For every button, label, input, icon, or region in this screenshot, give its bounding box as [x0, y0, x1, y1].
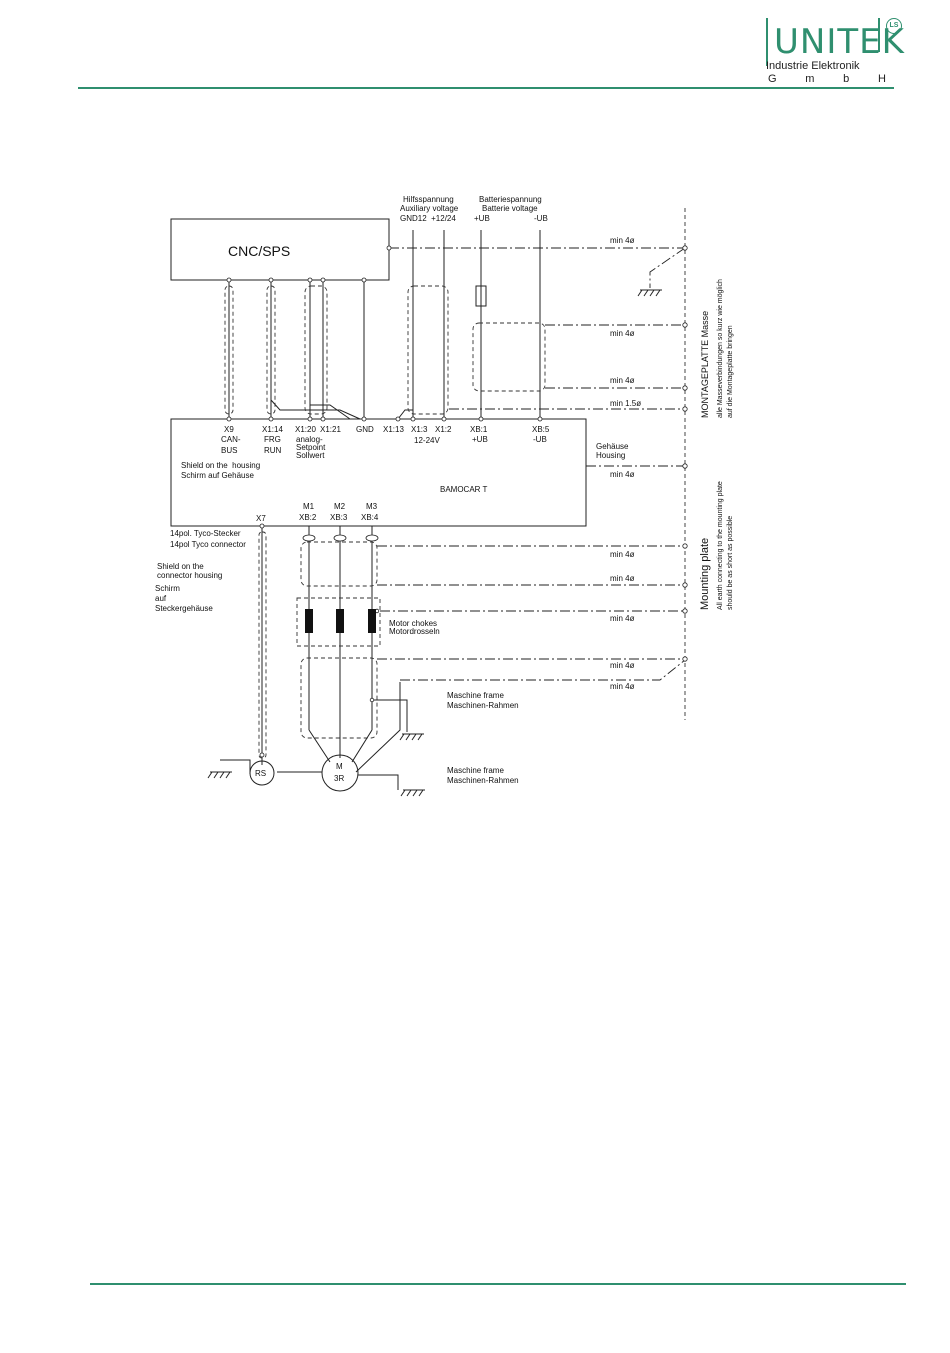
choke-m2: [336, 609, 344, 633]
shield-housing-label: Shield on the housing: [181, 461, 260, 470]
shield-housing-label: Schirm auf Gehäuse: [181, 471, 254, 480]
device-label: BAMOCAR T: [440, 485, 488, 494]
wire-gauge-label: min 4ø: [610, 376, 635, 385]
motor-terminal-m3: M3: [366, 502, 378, 511]
logo-gmbh: G m b H: [768, 73, 886, 85]
motor-circle: [321, 754, 359, 792]
terminal-xb5: XB:5: [532, 425, 550, 434]
frame-label: Maschinen-Rahmen: [447, 776, 519, 785]
footer-rule: [90, 1283, 906, 1285]
logo-gmbh-letter: H: [878, 73, 886, 85]
battery-voltage-label: -UB: [534, 214, 548, 223]
wire-gauge-label: min 1.5ø: [610, 399, 641, 408]
battery-voltage-label: Batterie voltage: [482, 204, 538, 213]
bamocar-box: [170, 418, 587, 527]
terminal-xb1: +UB: [472, 435, 488, 444]
wire-gauge-label: min 4ø: [610, 682, 635, 691]
x7-label: X7: [256, 514, 266, 523]
wire-gauge-label: min 4ø: [610, 574, 635, 583]
terminal-x1-14: FRG: [264, 435, 281, 444]
housing-label: Gehäuse: [596, 442, 629, 451]
shield-connector-label: Shield on the: [157, 562, 204, 571]
aux-voltage-label: Hilfsspannung: [403, 195, 454, 204]
header-rule: [78, 87, 894, 89]
motor-terminal-m1: M1: [303, 502, 315, 511]
chokes-label: Motor chokes: [389, 619, 437, 628]
montageplatte-note: alle Masseverbindungen so kurz wie mögli…: [717, 279, 724, 418]
terminal-x9: BUS: [221, 446, 237, 455]
terminal-x1-3: X1:3: [411, 425, 428, 434]
mounting-plate-note: should be as short as possible: [727, 516, 734, 610]
terminal-xb5: -UB: [533, 435, 547, 444]
terminal-x1-3: 12-24V: [414, 436, 440, 445]
montageplatte-note: auf die Montageplatte bringen: [727, 325, 734, 418]
logo-subtitle: Industrie Elektronik: [766, 60, 860, 72]
terminal-x1-20: Setpoint: [296, 443, 326, 452]
logo-bar: [878, 18, 880, 52]
terminal-x9: X9: [224, 425, 234, 434]
choke-m1: [305, 609, 313, 633]
unitek-logo: UNITEK LS Industrie Elektronik G m b H: [766, 14, 906, 86]
terminal-x1-20: analog-: [296, 435, 323, 444]
housing-label: Housing: [596, 451, 625, 460]
terminal-x1-14: X1:14: [262, 425, 283, 434]
wire-gauge-label: min 4ø: [610, 550, 635, 559]
logo-gmbh-letter: G: [768, 73, 777, 85]
resolver-label: RS: [255, 769, 266, 778]
chokes-label: Motordrosseln: [389, 627, 440, 636]
wire-gauge-label: min 4ø: [610, 236, 635, 245]
terminal-x1-21: X1:21: [320, 425, 341, 434]
frame-label: Maschine frame: [447, 691, 504, 700]
terminal-xb1: XB:1: [470, 425, 488, 434]
terminal-x1-20: X1:20: [295, 425, 316, 434]
motor-terminal-m1: XB:2: [299, 513, 317, 522]
motor-terminal-m2: XB:3: [330, 513, 348, 522]
shield-connector-label: connector housing: [157, 571, 222, 580]
battery-voltage-label: Batteriespannung: [479, 195, 542, 204]
wire-gauge-label: min 4ø: [610, 614, 635, 623]
frame-label: Maschine frame: [447, 766, 504, 775]
choke-m3: [368, 609, 376, 633]
wire-gauge-label: min 4ø: [610, 470, 635, 479]
terminal-x1-14: RUN: [264, 446, 282, 455]
battery-fuse: [475, 285, 487, 307]
wire-gauge-label: min 4ø: [610, 329, 635, 338]
terminal-x1-20: Sollwert: [296, 451, 325, 460]
tyco-label: 14pol. Tyco-Stecker: [170, 529, 241, 538]
shield-connector-label: Schirm: [155, 584, 180, 593]
cnc-label: CNC/SPS: [228, 243, 290, 259]
wire-gauge-label: min 4ø: [610, 661, 635, 670]
terminal-gnd: GND: [356, 425, 374, 434]
battery-voltage-label: +UB: [474, 214, 490, 223]
logo-gmbh-letter: b: [843, 73, 850, 85]
tyco-label: 14pol Tyco connector: [170, 540, 246, 549]
aux-voltage-label: Auxiliary voltage: [400, 204, 459, 213]
motor-label: 3R: [334, 774, 344, 783]
logo-bar: [766, 18, 768, 66]
logo-badge: LS: [886, 18, 902, 34]
shield-connector-label: auf: [155, 594, 167, 603]
page-header: UNITEK LS Industrie Elektronik G m b H: [0, 0, 950, 100]
motor-terminal-m3: XB:4: [361, 513, 379, 522]
montageplatte-title: MONTAGEPLATTE Masse: [700, 311, 710, 418]
logo-wordmark: UNITEK: [774, 22, 905, 62]
frame-label: Maschinen-Rahmen: [447, 701, 519, 710]
motor-terminal-m2: M2: [334, 502, 346, 511]
terminal-x1-13: X1:13: [383, 425, 404, 434]
mounting-plate-title: Mounting plate: [699, 538, 711, 610]
mounting-plate-note: All earth connecting to the mounting pla…: [717, 481, 724, 610]
terminal-x1-2: X1:2: [435, 425, 452, 434]
logo-gmbh-letter: m: [805, 73, 815, 85]
aux-voltage-label: GND12 +12/24: [400, 214, 456, 223]
shield-connector-label: Steckergehäuse: [155, 604, 213, 613]
motor-label: M: [336, 762, 343, 771]
terminal-x9: CAN-: [221, 435, 241, 444]
